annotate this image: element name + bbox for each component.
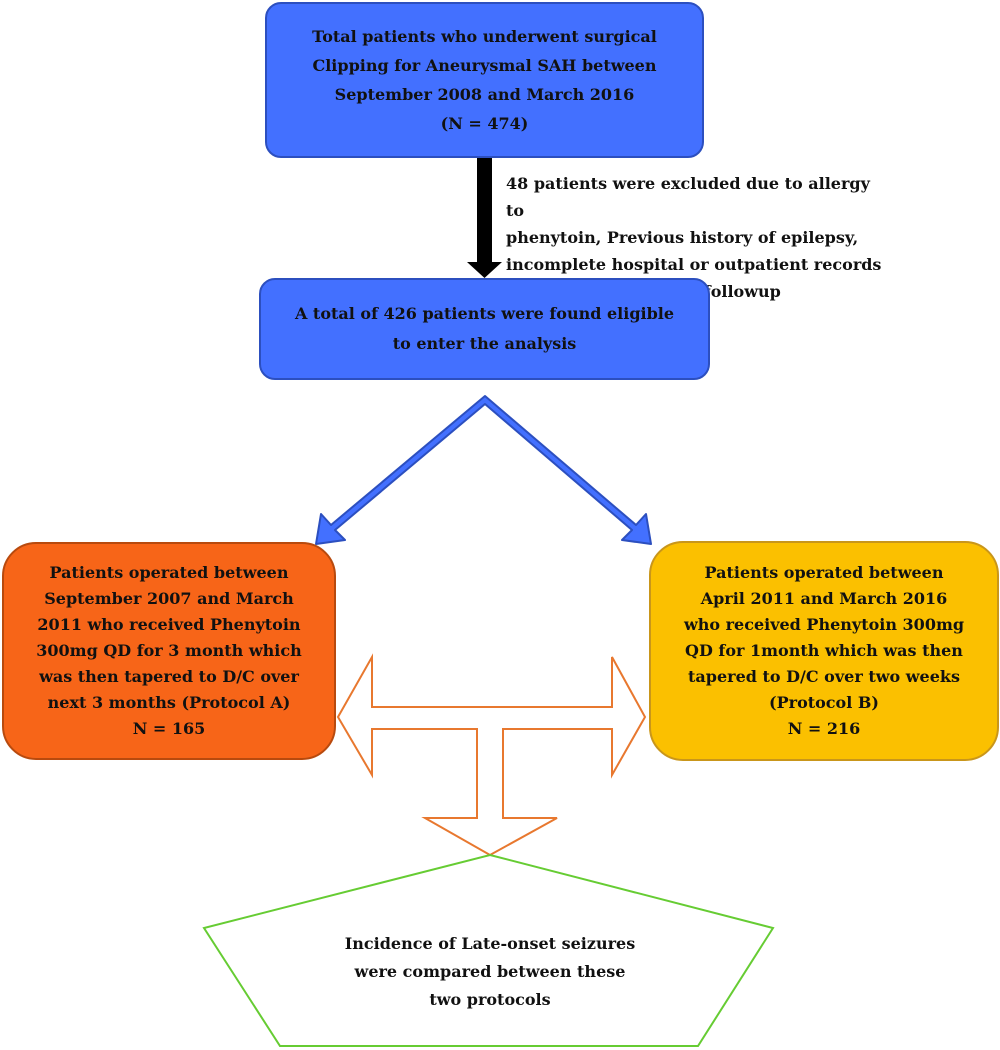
exclusion-line-2: phenytoin, Previous history of epilepsy, [506, 228, 859, 247]
eligible-line-1: A total of 426 patients were found eligi… [294, 304, 675, 323]
protocol-b-line-4: QD for 1month which was then [685, 641, 963, 660]
outcome-text: Incidence of Late-onset seizures were co… [300, 930, 680, 1014]
outcome-line-1: Incidence of Late-onset seizures [344, 934, 636, 953]
total-line-3: September 2008 and March 2016 [334, 85, 635, 104]
total-line-1: Total patients who underwent surgical [312, 27, 657, 46]
exclusion-line-3: incomplete hospital or outpatient record… [506, 255, 882, 274]
protocol-a-line-2: September 2007 and March [44, 589, 294, 608]
protocol-b-line-5: tapered to D/C over two weeks [688, 667, 960, 686]
protocol-a-box: Patients operated between September 2007… [2, 542, 336, 760]
exclusion-line-1: 48 patients were excluded due to allergy… [506, 174, 870, 220]
total-line-4: (N = 474) [440, 114, 529, 133]
protocol-a-count: N = 165 [132, 719, 206, 738]
exclusion-down-arrow [467, 158, 502, 278]
total-line-2: Clipping for Aneurysmal SAH between [312, 56, 657, 75]
total-patients-box: Total patients who underwent surgical Cl… [265, 2, 704, 158]
eligible-patients-box: A total of 426 patients were found eligi… [259, 278, 710, 380]
protocol-b-box: Patients operated between April 2011 and… [649, 541, 999, 761]
protocol-b-count: N = 216 [787, 719, 861, 738]
protocol-b-line-6: (Protocol B) [769, 693, 879, 712]
protocol-a-line-5: was then tapered to D/C over [39, 667, 299, 686]
outcome-pentagon [202, 853, 775, 1047]
comparison-arrow [336, 653, 647, 857]
protocol-b-line-3: who received Phenytoin 300mg [683, 615, 965, 634]
protocol-b-line-1: Patients operated between [704, 563, 944, 582]
protocol-a-line-4: 300mg QD for 3 month which [36, 641, 302, 660]
split-arrow [315, 395, 652, 545]
protocol-a-line-3: 2011 who received Phenytoin [37, 615, 301, 634]
outcome-line-3: two protocols [429, 990, 551, 1009]
outcome-line-2: were compared between these [354, 962, 626, 981]
protocol-b-line-2: April 2011 and March 2016 [700, 589, 948, 608]
eligible-line-2: to enter the analysis [392, 334, 577, 353]
protocol-a-line-6: next 3 months (Protocol A) [47, 693, 291, 712]
protocol-a-line-1: Patients operated between [49, 563, 289, 582]
